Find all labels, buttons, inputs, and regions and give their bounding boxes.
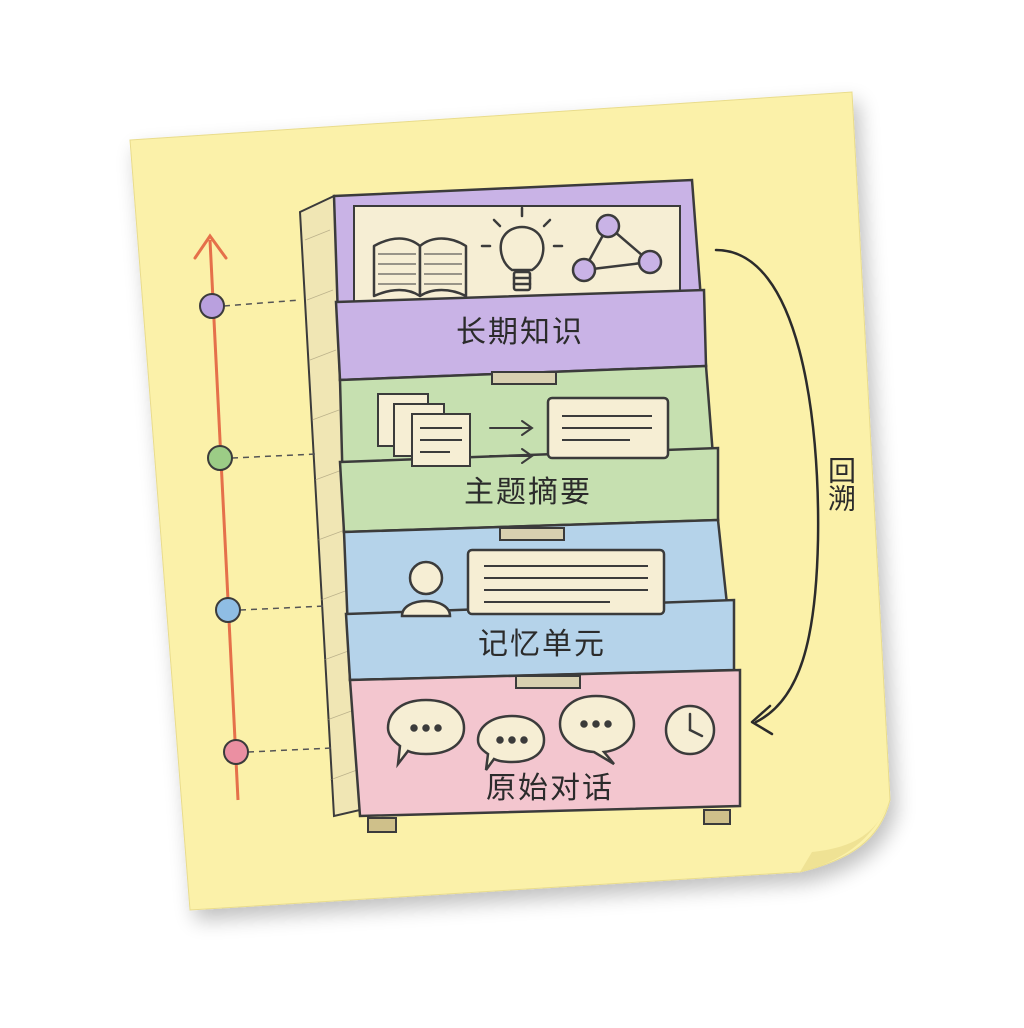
clock-icon [664, 704, 716, 756]
text-card-icon [466, 548, 666, 616]
cabinet-side-hatching [304, 229, 358, 781]
sticky-note-curl [800, 800, 890, 872]
cabinet-foot-left [367, 817, 397, 833]
cabinet-foot-right [703, 809, 731, 825]
chat-bubble-icon [386, 698, 466, 769]
tier-label-topic-summary: 主题摘要 [464, 475, 592, 510]
tier-label-long-term-knowledge: 长期知识 [456, 315, 584, 350]
timeline-dots [199, 293, 249, 765]
tier-label-memory-unit: 记忆单元 [478, 627, 606, 662]
chat-bubble-icon [476, 714, 546, 771]
arrow-right-icon [489, 420, 534, 464]
tier-topic-summary [338, 364, 720, 534]
timeline-arrow-icon [193, 233, 228, 260]
backtrack-arrow [714, 248, 820, 724]
tier-memory-unit [342, 518, 736, 682]
timeline-dot-long-term-knowledge [199, 293, 225, 319]
open-book-icon [372, 237, 468, 298]
timeline [193, 233, 240, 801]
backtrack-arrowhead-icon [750, 704, 774, 736]
timeline-axis [208, 239, 240, 801]
timeline-dot-raw-dialogue [223, 739, 249, 765]
tier-memory-unit-handle [499, 527, 565, 541]
user-icon [400, 560, 452, 618]
tier-long-term-knowledge [332, 178, 708, 382]
timeline-dot-topic-summary [207, 445, 233, 471]
lightbulb-icon [480, 206, 564, 292]
graph-icon [571, 213, 663, 283]
tier-topic-summary-handle [491, 371, 557, 385]
tier-raw-dialogue [348, 668, 742, 818]
chat-bubble-icon [558, 694, 636, 766]
timeline-dot-memory-unit [215, 597, 241, 623]
tier-label-raw-dialogue: 原始对话 [486, 771, 614, 806]
tier-raw-dialogue-handle [515, 675, 581, 689]
backtrack-label: 回溯 [824, 456, 857, 512]
timeline-connectors [223, 299, 333, 753]
stacked-documents-icon [377, 393, 471, 467]
summary-card-icon [546, 396, 670, 460]
